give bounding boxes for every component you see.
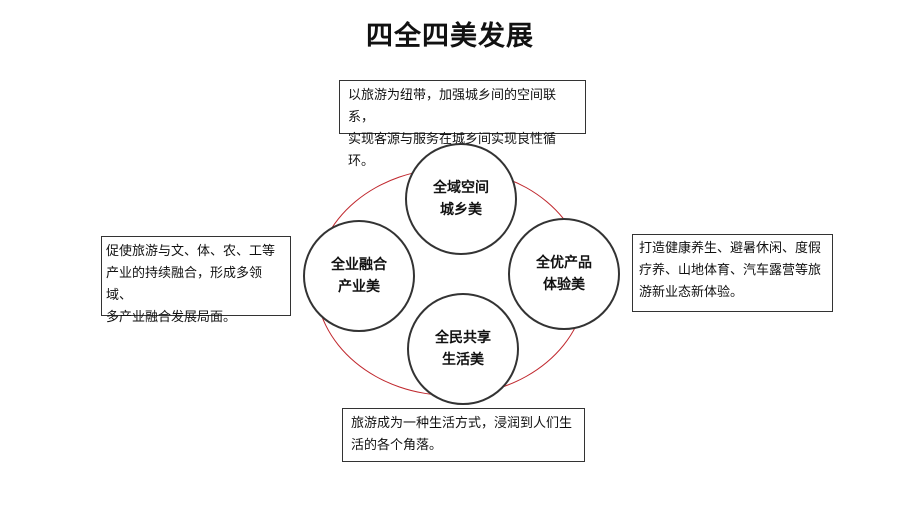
description-box-right: 打造健康养生、避暑休闲、度假 疗养、山地体育、汽车露营等旅 游新业态新体验。 [632, 234, 833, 312]
description-line: 产业的持续融合，形成多领域、 [106, 266, 263, 303]
node-label: 全民共享 [435, 330, 491, 346]
description-box-top: 以旅游为纽带，加强城乡间的空间联系， 实现客源与服务在城乡间实现良性循环。 [339, 80, 586, 169]
node-label: 全优产品 [536, 255, 592, 271]
description-box-bottom: 旅游成为一种生活方式，浸润到人们生 活的各个角落。 [342, 408, 585, 462]
node-label: 全域空间 [433, 180, 489, 196]
description-line: 旅游成为一种生活方式，浸润到人们生 [351, 416, 573, 431]
node-sublabel: 体验美 [543, 277, 585, 293]
description-line: 打造健康养生、避暑休闲、度假 [639, 241, 822, 256]
node-product: 全优产品 体验美 [508, 218, 620, 330]
description-line: 以旅游为纽带，加强城乡间的空间联系， [348, 88, 557, 125]
description-box-left: 促使旅游与文、体、农、工等 产业的持续融合，形成多领域、 多产业融合发展局面。 [101, 236, 291, 325]
description-line: 疗养、山地体育、汽车露营等旅 [639, 263, 822, 278]
node-sublabel: 产业美 [338, 279, 380, 295]
diagram-title: 四全四美发展 [366, 21, 534, 52]
node-sublabel: 生活美 [442, 352, 484, 368]
description-line: 游新业态新体验。 [639, 285, 744, 300]
node-industry: 全业融合 产业美 [303, 220, 415, 332]
description-line: 活的各个角落。 [351, 438, 443, 453]
description-line: 实现客源与服务在城乡间实现良性循环。 [348, 132, 557, 169]
description-line: 促使旅游与文、体、农、工等 [106, 244, 276, 259]
description-line: 多产业融合发展局面。 [106, 310, 237, 325]
node-spatial: 全域空间 城乡美 [405, 143, 517, 255]
node-label: 全业融合 [331, 257, 387, 273]
node-sublabel: 城乡美 [440, 202, 482, 218]
node-sharing: 全民共享 生活美 [407, 293, 519, 405]
